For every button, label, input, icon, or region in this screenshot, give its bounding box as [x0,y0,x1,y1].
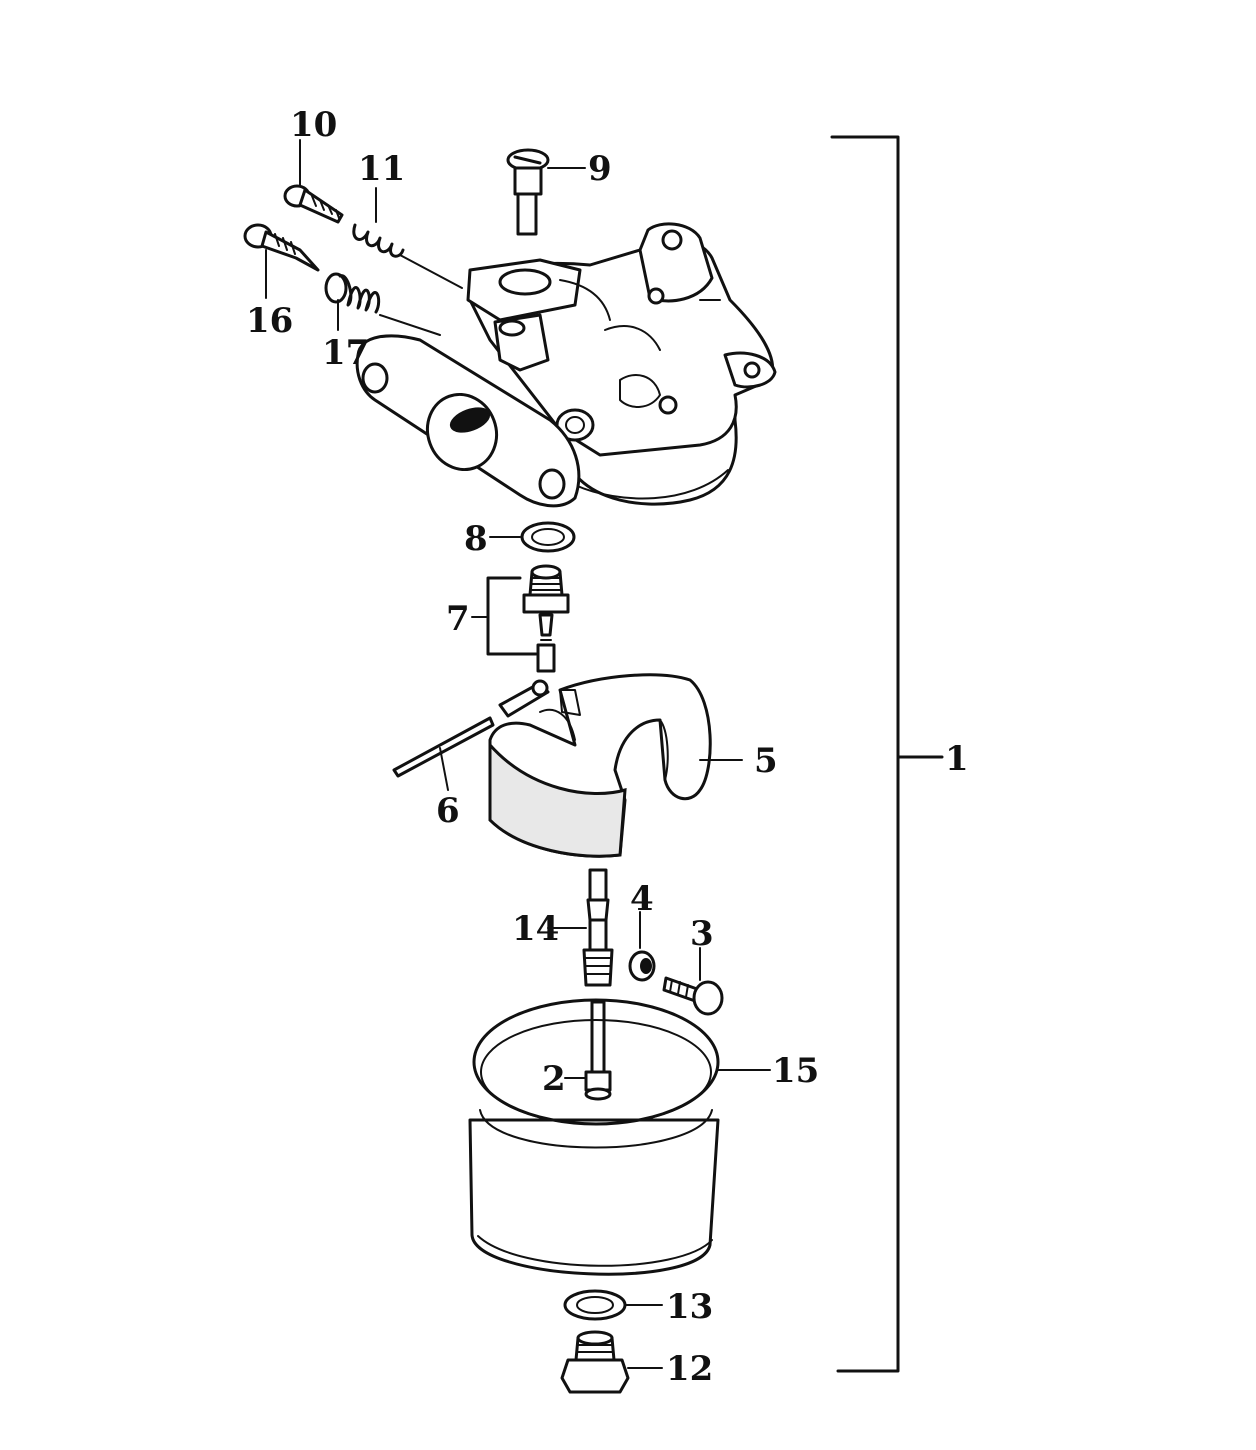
callout-12: 12 [666,1349,713,1389]
callout-15: 15 [772,1051,819,1091]
callout-9: 9 [588,149,612,189]
part-5-float [488,673,743,858]
callout-14: 14 [512,909,559,949]
float-hinge [498,679,550,718]
part-4-washer [628,911,656,982]
callout-4: 4 [630,879,654,919]
part-12-bowl-nut [560,1330,663,1394]
part-9-screw [506,148,586,236]
part-16-needle-screw [243,223,320,299]
callout-2: 2 [542,1059,566,1099]
callout-11: 11 [358,149,405,189]
part-13-washer [563,1289,663,1321]
callout-16: 16 [246,301,293,341]
part-11-spring [352,187,463,289]
assembly-bracket [830,135,944,1373]
carburetor-body [355,222,777,508]
part-6-float-pin [392,716,495,791]
part-3-screw [662,947,724,1016]
callout-1: 1 [945,739,969,779]
callout-5: 5 [754,741,778,781]
callout-8: 8 [464,519,488,559]
callout-17: 17 [322,333,369,373]
callout-13: 13 [666,1287,713,1327]
part-15-float-bowl [468,998,771,1276]
callout-10: 10 [290,105,337,145]
part-17-spring [324,272,441,336]
callout-6: 6 [436,791,460,831]
callout-3: 3 [690,914,714,954]
part-2-jet [564,1000,612,1101]
part-10-screw [283,139,344,224]
part-14-nozzle [547,868,614,987]
part-8-gasket [489,521,576,553]
part-7-needle-seat [471,564,570,673]
callout-7: 7 [446,599,470,639]
